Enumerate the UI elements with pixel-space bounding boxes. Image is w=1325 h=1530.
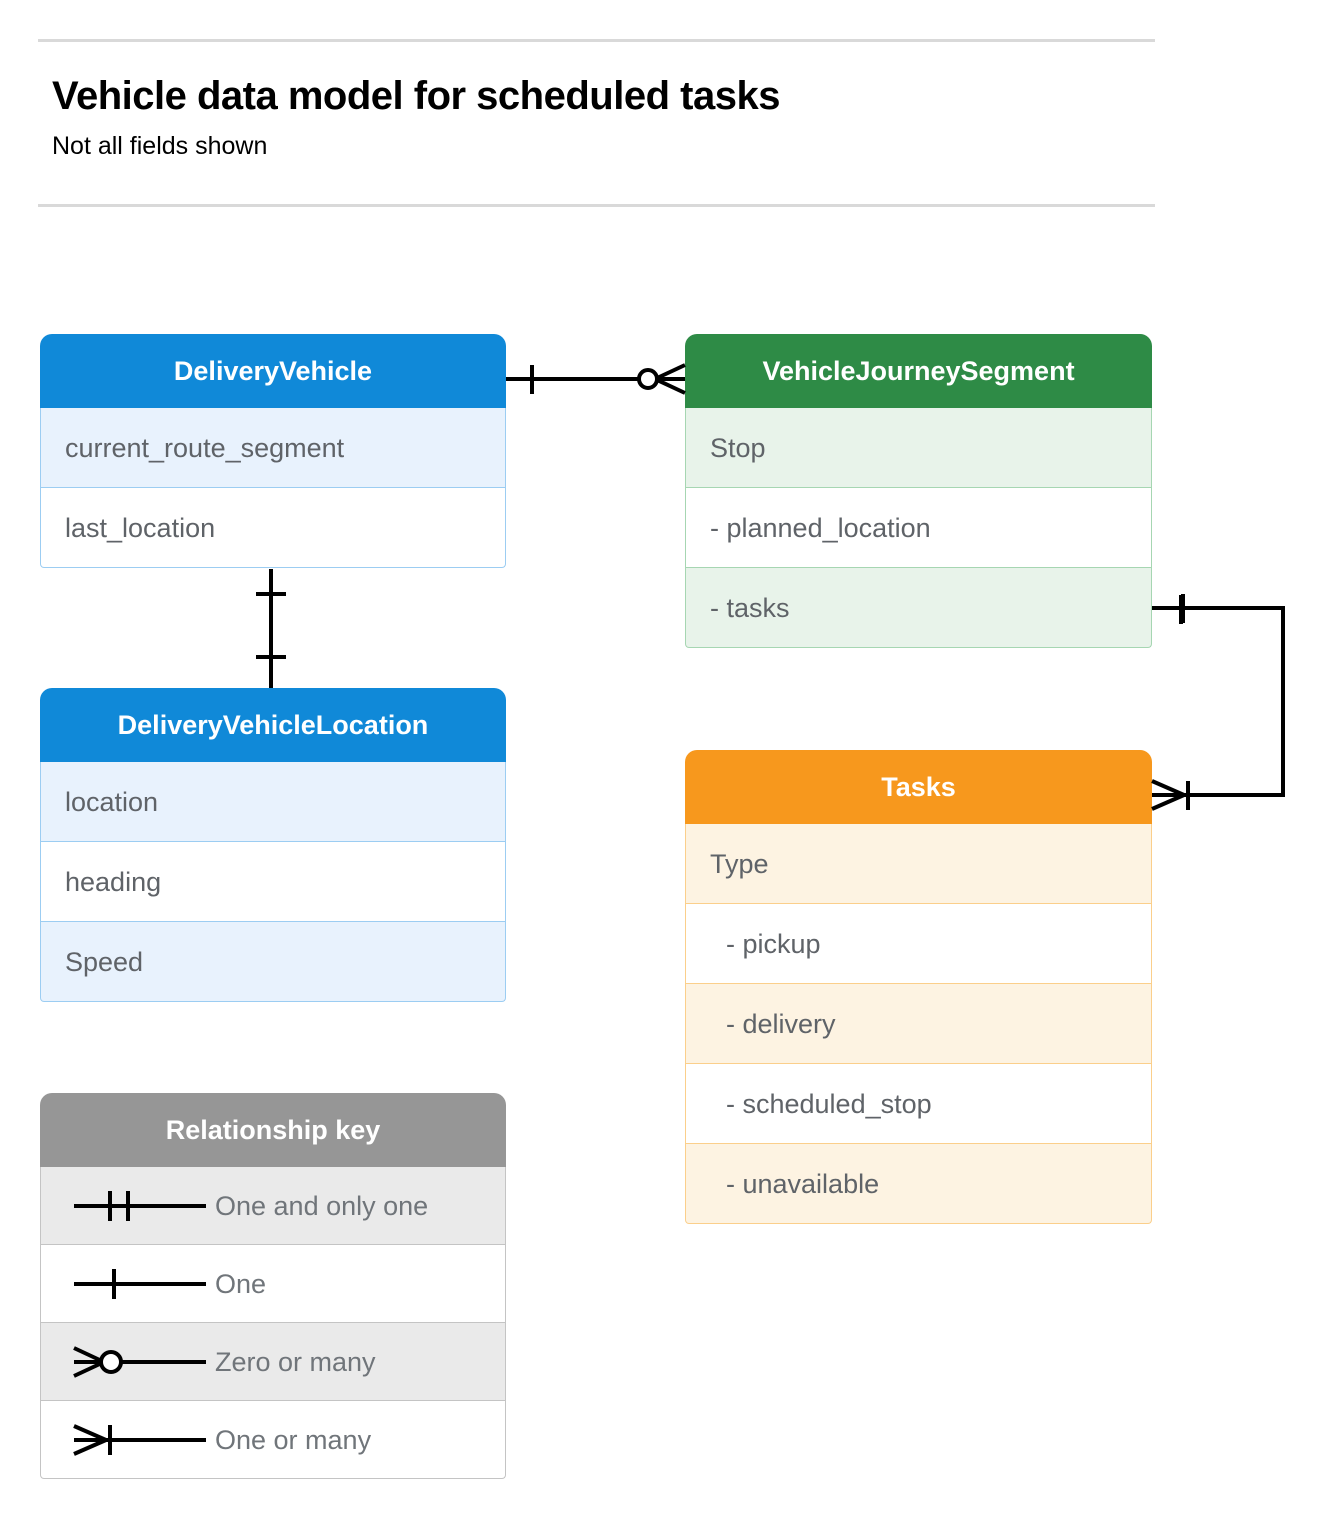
legend-item-one: One <box>40 1245 506 1323</box>
legend-item-one-and-only-one: One and only one <box>40 1167 506 1245</box>
legend-item-one-or-many: One or many <box>40 1401 506 1479</box>
legend-item-label: One <box>215 1268 267 1299</box>
entity-tasks-title: Tasks <box>685 750 1152 824</box>
entity-row: - scheduled_stop <box>685 1064 1152 1144</box>
entity-row: heading <box>40 842 506 922</box>
header-divider-top <box>38 39 1155 42</box>
connector-journeysegment-to-tasks <box>1151 594 1285 811</box>
relationship-key-legend: Relationship key One and only one One <box>40 1093 506 1479</box>
one-icon <box>65 1264 215 1304</box>
header-divider-bottom <box>38 204 1155 207</box>
entity-row: Type <box>685 824 1152 904</box>
legend-item-zero-or-many: Zero or many <box>40 1323 506 1401</box>
legend-title: Relationship key <box>40 1093 506 1167</box>
entity-row: last_location <box>40 488 506 568</box>
entity-tasks[interactable]: Tasks Type - pickup - delivery - schedul… <box>685 750 1152 1224</box>
entity-row: Stop <box>685 408 1152 488</box>
legend-item-label: Zero or many <box>215 1346 376 1377</box>
page-subtitle: Not all fields shown <box>52 132 268 160</box>
entity-row: - pickup <box>685 904 1152 984</box>
entity-delivery-vehicle-location-title: DeliveryVehicleLocation <box>40 688 506 762</box>
connector-deliveryvehicle-to-journeysegment <box>506 363 686 395</box>
entity-row: - tasks <box>685 568 1152 648</box>
entity-row: - delivery <box>685 984 1152 1064</box>
entity-row: Speed <box>40 922 506 1002</box>
entity-delivery-vehicle-location[interactable]: DeliveryVehicleLocation location heading… <box>40 688 506 1002</box>
legend-item-label: One or many <box>215 1424 372 1455</box>
one-and-only-one-icon <box>65 1186 215 1226</box>
entity-delivery-vehicle-title: DeliveryVehicle <box>40 334 506 408</box>
legend-item-label: One and only one <box>215 1190 429 1221</box>
entity-row: - planned_location <box>685 488 1152 568</box>
entity-row: current_route_segment <box>40 408 506 488</box>
entity-row: - unavailable <box>685 1144 1152 1224</box>
entity-delivery-vehicle[interactable]: DeliveryVehicle current_route_segment la… <box>40 334 506 568</box>
entity-vehicle-journey-segment[interactable]: VehicleJourneySegment Stop - planned_loc… <box>685 334 1152 648</box>
entity-vehicle-journey-segment-title: VehicleJourneySegment <box>685 334 1152 408</box>
one-or-many-icon <box>65 1420 215 1460</box>
page-title: Vehicle data model for scheduled tasks <box>52 74 780 118</box>
connector-deliveryvehicle-to-location <box>256 569 286 688</box>
entity-row: location <box>40 762 506 842</box>
zero-or-many-icon <box>65 1342 215 1382</box>
